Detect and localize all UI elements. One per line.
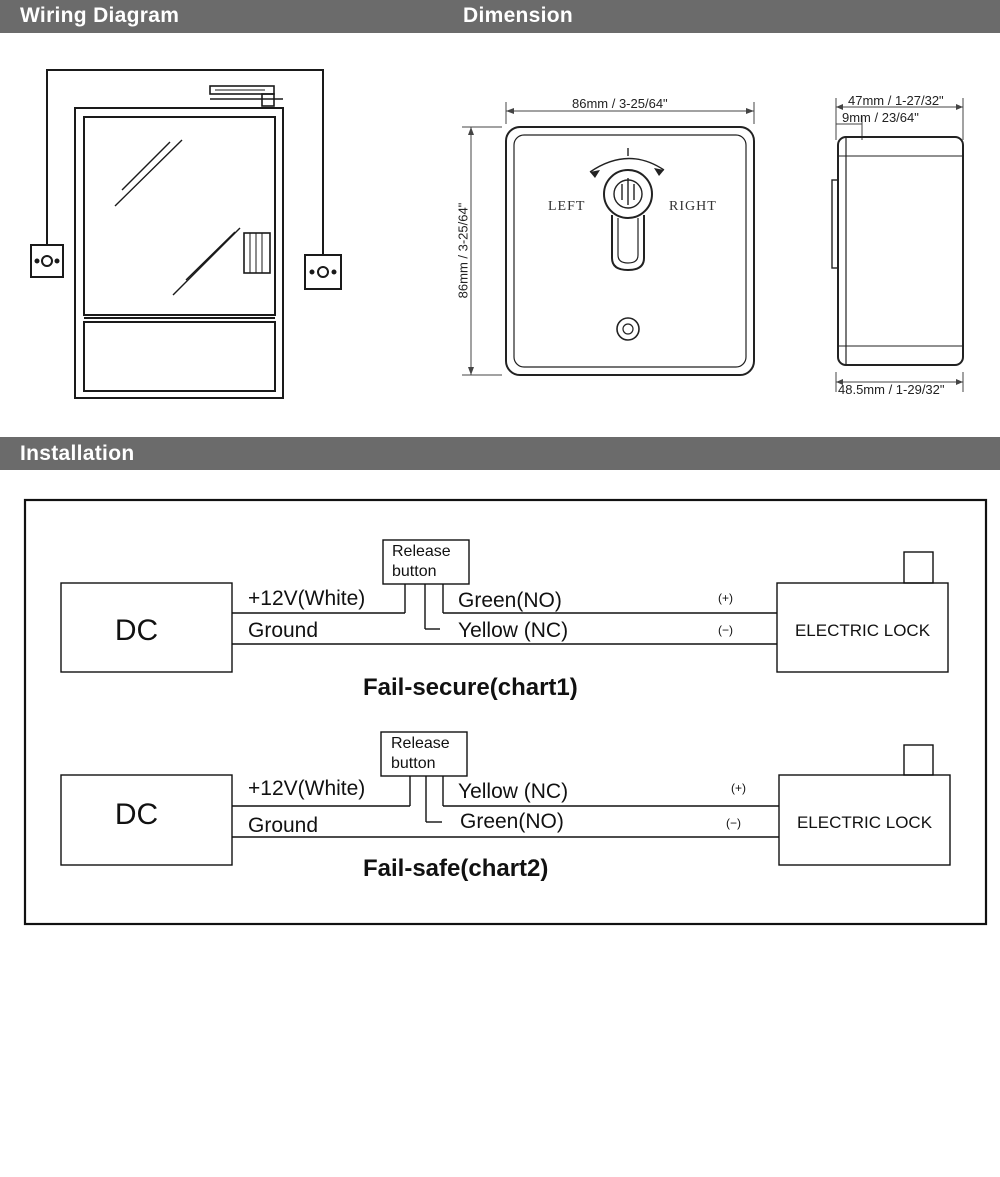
chart1-dc-label: DC	[114, 614, 159, 647]
front-width-label: 86mm / 3-25/64"	[572, 96, 668, 111]
chart2-plus-label: (+)	[731, 781, 746, 795]
dimension-title: Dimension	[463, 4, 574, 27]
side-inner-depth-label: 9mm / 23/64"	[842, 110, 919, 125]
chart1-ground-label: Ground	[248, 619, 319, 642]
header-bar-installation	[0, 437, 1000, 470]
chart1-positive-wire-label: +12V(White)	[248, 587, 366, 610]
left-label: LEFT	[548, 199, 586, 214]
chart2-electric-lock-label: ELECTRIC LOCK	[796, 813, 933, 832]
side-bottom-depth-label: 48.5mm / 1-29/32"	[838, 382, 945, 397]
chart2-title: Fail-safe(chart2)	[363, 855, 549, 882]
chart2-release-label-line1: Release	[391, 735, 450, 752]
wiring-diagram-title: Wiring Diagram	[20, 4, 180, 27]
chart1-electric-lock-label: ELECTRIC LOCK	[794, 621, 931, 640]
header-bar-top	[0, 0, 1000, 33]
chart2-dc-label: DC	[114, 798, 159, 831]
front-height-label: 86mm / 3-25/64"	[455, 202, 471, 299]
chart1-green-no-label: Green(NO)	[458, 589, 562, 612]
chart1-release-label-line1: Release	[392, 543, 451, 560]
chart1-plus-label: (+)	[718, 591, 733, 605]
installation-title: Installation	[20, 442, 135, 465]
chart1-release-label-line2: button	[392, 563, 437, 580]
side-depth-label: 47mm / 1-27/32"	[848, 93, 944, 108]
chart1-yellow-nc-label: Yellow (NC)	[458, 619, 569, 642]
right-label: RIGHT	[669, 199, 717, 214]
chart2-release-label-line2: button	[391, 755, 436, 772]
chart2-positive-wire-label: +12V(White)	[248, 777, 366, 800]
chart2-ground-label: Ground	[248, 814, 319, 837]
chart2-yellow-nc-label: Yellow (NC)	[458, 780, 569, 803]
chart2-minus-label: (−)	[726, 816, 741, 830]
chart2-green-no-label: Green(NO)	[460, 810, 564, 833]
chart1-title: Fail-secure(chart1)	[363, 674, 578, 701]
chart1-minus-label: (−)	[718, 623, 733, 637]
